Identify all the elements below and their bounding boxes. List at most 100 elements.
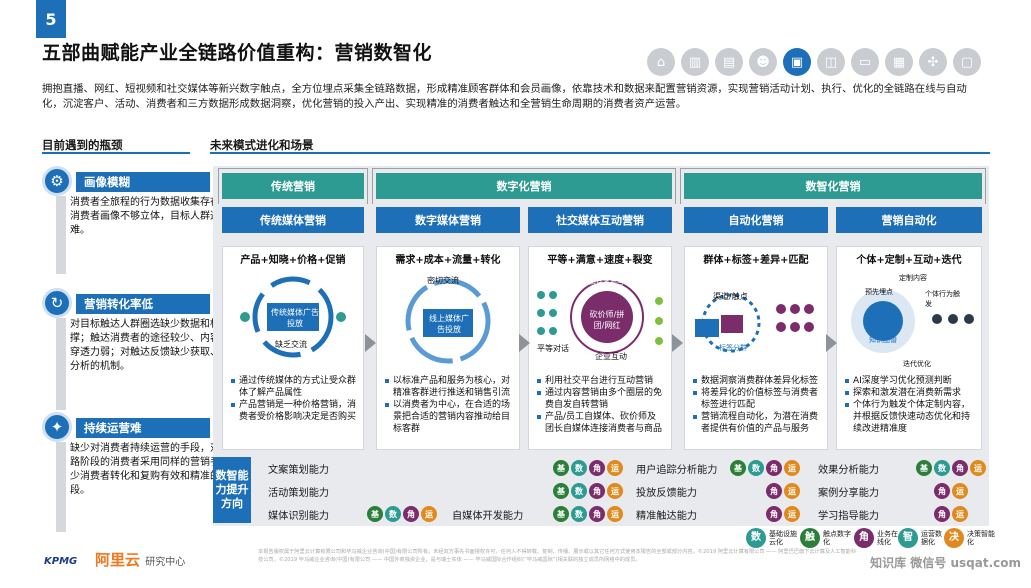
capability-badges: 基数角运 xyxy=(730,460,800,476)
building-icon[interactable]: ▤ xyxy=(715,48,743,76)
diagram-node: 平等对话 xyxy=(537,344,569,353)
arrow-icon xyxy=(519,334,530,352)
bullet: 营销流程自动化，为潜在消费者提供有价值的产品与服务 xyxy=(693,411,821,435)
direction-label: 数智能力提升方向 xyxy=(213,457,251,523)
card-social: 平等+满意+速度+裂变 砍价师/拼团/网红 消费者参与 平等对话 企业互动 利用… xyxy=(528,246,672,450)
bottleneck-image-blur: ⚙ 画像模糊 消费者全旅程的行为数据收集存在断层，消费者画像不够立体，目标人群选… xyxy=(42,166,250,274)
cycle-diagram xyxy=(405,278,491,364)
capability-badges: 基数角运 xyxy=(367,506,437,522)
bullet: 数据洞察消费群体差异化标签 xyxy=(693,375,821,387)
diagram-node: 预先埋点 xyxy=(865,288,893,296)
diagram-node: 迭代优化 xyxy=(903,360,931,368)
arrow-icon xyxy=(826,334,837,352)
card-traditional: 产品+知晓+价格+促销 传统媒体广告投放 缺乏交流 通过传统媒体的方式让受众群体… xyxy=(222,246,364,450)
screen-icon[interactable]: ▢ xyxy=(953,48,981,76)
capability-badges: 基数角运 xyxy=(553,460,623,476)
arrow-icon xyxy=(365,334,376,352)
alibaba-cloud-logo: 阿里云 研究中心 xyxy=(95,551,186,569)
bullet: 将差异化的价值标签与消费者标签进行匹配 xyxy=(693,387,821,411)
diagram-node: 渠道/触点 xyxy=(713,292,748,301)
diagram-center: 线上媒体广告投放 xyxy=(429,314,469,334)
capability-row: 活动策划能力 xyxy=(268,487,330,499)
bullet: 利用社交平台进行互动营销 xyxy=(537,375,665,387)
diagram-node: 密切交流 xyxy=(427,276,459,285)
bottleneck-text: 缺少对消费者持续运营的手段，对不同链路阶段的消费者采用同样的营销手段，缺少消费者… xyxy=(70,443,250,496)
cycle-icon: ↻ xyxy=(42,288,72,318)
sub-social-media: 社交媒体互动营销 xyxy=(528,207,672,233)
card-digital-media: 需求+成本+流量+转化 密切交流 线上媒体广告投放 以标准产品和服务为核心，对精… xyxy=(376,246,520,450)
card-automated: 群体+标签+差异+匹配 渠道/触点 标签分群 数据洞察消费群体差异化标签 将差异… xyxy=(684,246,828,450)
capability-badges: 角运 xyxy=(766,483,800,499)
footer-copyright: 本报告版权属于阿里云计算有限公司和毕马威企业咨询(中国)有限公司所有。未经双方事… xyxy=(258,549,857,563)
sub-traditional-media: 传统媒体营销 xyxy=(222,207,364,233)
legend-item: 数基础设施云化 xyxy=(746,528,799,548)
capability-row: 自媒体开发能力 xyxy=(452,510,524,522)
bottleneck-title: 营销转化率低 xyxy=(76,294,210,314)
card-title: 群体+标签+差异+匹配 xyxy=(703,255,809,266)
capability-row: 媒体识别能力 xyxy=(268,510,330,522)
capability-row: 投放反馈能力 xyxy=(636,487,698,499)
capability-badges: 角运 xyxy=(766,506,800,522)
diagram-center: 标签分群 xyxy=(719,344,747,352)
bottleneck-title: 持续运营难 xyxy=(76,418,210,438)
divider xyxy=(210,152,990,154)
store-icon[interactable]: ▦ xyxy=(885,48,913,76)
card-title: 需求+成本+流量+转化 xyxy=(395,255,501,266)
box-icon[interactable]: ◫ xyxy=(817,48,845,76)
capability-badges: 角运 xyxy=(934,483,968,499)
diagram-center: 砍价师/拼团/网红 xyxy=(589,310,625,330)
network-diagram xyxy=(537,280,663,354)
intro-paragraph: 拥抱直播、网红、短视频和社交媒体等新兴数字触点，全方位埋点采集全链路数据，形成精… xyxy=(42,83,967,110)
bullet: 通过内容营销由多个圈层的免费自发自转营销 xyxy=(537,387,665,411)
chart-icon[interactable]: ▥ xyxy=(681,48,709,76)
diagram-node: 定制内容 xyxy=(899,274,927,282)
knowledge-graph-diagram xyxy=(851,289,974,353)
future-heading: 未来模式进化和场景 xyxy=(210,138,314,152)
sub-marketing-automation: 营销自动化 xyxy=(836,207,982,233)
capability-row: 用户追踪分析能力 xyxy=(636,464,718,476)
diagram-node: 消费者参与 xyxy=(589,278,624,286)
card-title: 平等+满意+速度+裂变 xyxy=(547,255,653,266)
bottleneck-low-conversion: ↻ 营销转化率低 对目标触达人群圈选缺少数据和标签的支撑；触达消费者的途径较少、… xyxy=(42,288,250,410)
watermark: 知识库 微信号 usqat.com xyxy=(870,556,1021,570)
card-bullets: AI深度学习优化预测判断 探索和激发潜在消费新需求 个体行为触发个体定制内容，并… xyxy=(845,375,975,435)
legend-item: 智运营数据化 xyxy=(898,528,947,548)
gift-icon[interactable]: ▣ xyxy=(783,48,811,76)
page-title: 五部曲赋能产业全链路价值重构：营销数智化 xyxy=(42,42,433,64)
capability-badges: 角运 xyxy=(934,506,968,522)
capability-row: 效果分析能力 xyxy=(818,464,880,476)
card-bullets: 以标准产品和服务为核心，对精准客群进行推送和销售引流 以消费者为中心，在合适的场… xyxy=(385,375,513,435)
legend-item: 角业务在线化 xyxy=(854,528,903,548)
factory-icon[interactable]: ⌂ xyxy=(647,48,675,76)
diagram-center: 传统媒体广告投放 xyxy=(271,308,319,328)
card-title: 产品+知晓+价格+促销 xyxy=(240,255,346,266)
divider xyxy=(42,152,190,154)
diagram-node: 个体行为触发 xyxy=(925,290,960,308)
stage-intelligent: 数智化营销 xyxy=(684,173,982,199)
legend-item: 触触点数字化 xyxy=(800,528,853,548)
hands-icon[interactable]: ✣ xyxy=(919,48,947,76)
bottleneck-heading: 目前遇到的瓶颈 xyxy=(42,138,123,152)
bullet: 通过传统媒体的方式让受众群体了解产品属性 xyxy=(231,375,357,399)
bottleneck-text: 对目标触达人群圈选缺少数据和标签的支撑；触达消费者的途径较少、内容传播的穿透力弱… xyxy=(70,319,250,372)
card-bullets: 数据洞察消费群体差异化标签 将差异化的价值标签与消费者标签进行匹配 营销流程自动… xyxy=(693,375,821,435)
cycle-diagram xyxy=(240,276,346,358)
bullet: AI深度学习优化预测判断 xyxy=(845,375,975,387)
sub-digital-media: 数字媒体营销 xyxy=(376,207,520,233)
diagram-center: 知识图谱 xyxy=(869,336,897,344)
stage-digital: 数字化营销 xyxy=(376,173,672,199)
truck-icon[interactable]: ▭ xyxy=(851,48,879,76)
card-title: 个体+定制+互动+迭代 xyxy=(856,255,962,266)
bullet: 个体行为触发个体定制内容，并根据反馈快速动态优化和持续改进精准度 xyxy=(845,399,975,435)
diagram-node: 缺乏交流 xyxy=(275,340,307,349)
sub-automated: 自动化营销 xyxy=(684,207,828,233)
workers-icon[interactable]: ☻ xyxy=(749,48,777,76)
chapter-icon-nav: ⌂ ▥ ▤ ☻ ▣ ◫ ▭ ▦ ✣ ▢ xyxy=(647,48,981,76)
bullet: 探索和激发潜在消费新需求 xyxy=(845,387,975,399)
kpmg-logo: KPMG xyxy=(44,556,78,567)
card-marketing-automation: 个体+定制+互动+迭代 定制内容 预先埋点 个体行为触发 知识图谱 迭代优化 A… xyxy=(836,246,982,450)
bulb-icon: ✦ xyxy=(42,412,72,442)
legend-item: 决决策智能化 xyxy=(944,528,997,548)
bottleneck-sustained-operation: ✦ 持续运营难 缺少对消费者持续运营的手段，对不同链路阶段的消费者采用同样的营销… xyxy=(42,412,250,532)
capability-row: 案例分享能力 xyxy=(818,487,880,499)
